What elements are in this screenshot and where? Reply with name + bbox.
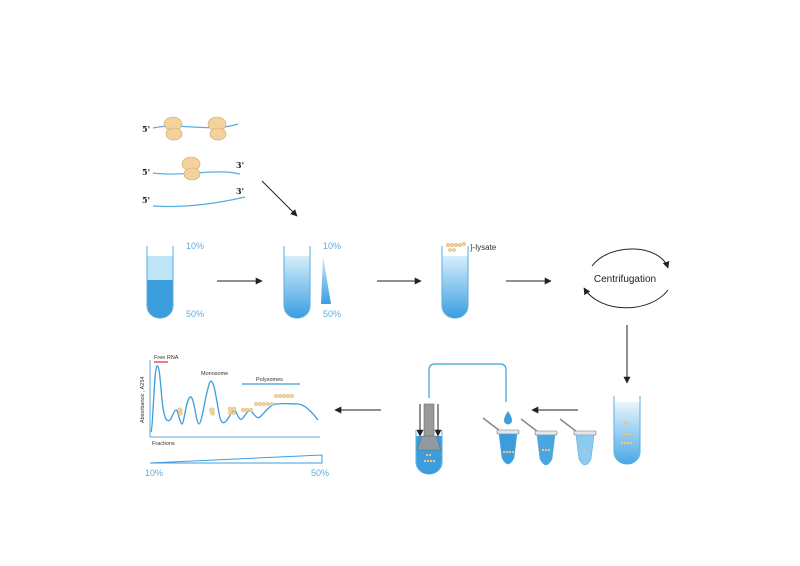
mrna-strand-1 — [152, 123, 239, 129]
arrow-to-gradient — [261, 180, 298, 217]
ribosome-icon — [163, 116, 183, 141]
polysome-profile: Absorbance , A254 Fractions Free RNA Mon… — [140, 355, 329, 478]
absorbance-trace — [150, 365, 319, 433]
tube-centrifuged — [613, 396, 641, 465]
profile-gradient-end: 50% — [311, 468, 329, 478]
eppendorf-tube-1 — [482, 417, 520, 465]
tube-lysate: }-lysate — [441, 241, 497, 319]
profile-ribosomes — [177, 394, 294, 416]
eppendorf-tube-2 — [520, 418, 558, 466]
fractionator — [415, 403, 443, 475]
eppendorf-tube-3 — [559, 418, 597, 466]
fractionator-tubing — [428, 363, 507, 402]
profile-gradient-wedge — [149, 454, 323, 464]
free-rna-label: Free RNA — [154, 355, 179, 361]
polysomes-label: Polysomes — [256, 377, 283, 383]
tube-step-layers: 10% 50% — [146, 241, 204, 319]
lysate-ribosomes — [446, 241, 467, 252]
fraction-tubes — [482, 411, 597, 466]
three-prime-label-2: 3' — [236, 160, 244, 170]
centrifugation-cycle: Centrifugation — [583, 248, 670, 309]
sediment-ribosomes — [620, 421, 633, 445]
x-axis-label: Fractions — [152, 441, 175, 447]
monosome-label: Monosome — [201, 371, 228, 377]
drop-icon — [504, 411, 512, 425]
y-axis-label: Absorbance , A254 — [140, 377, 146, 423]
five-prime-label-2: 5' — [142, 167, 150, 177]
tube-1-top-percent: 10% — [186, 241, 204, 251]
lysate-label: }-lysate — [470, 243, 497, 252]
mrna-group: 5' 5' 3' 5' 3' — [142, 116, 246, 208]
ribosome-icon — [207, 116, 227, 141]
five-prime-label-1: 5' — [142, 124, 150, 134]
tube-1-bottom-percent: 50% — [186, 309, 204, 319]
three-prime-label-3: 3' — [236, 186, 244, 196]
five-prime-label-3: 5' — [142, 195, 150, 205]
ribosome-icon — [181, 156, 201, 181]
tube-gradient: 10% 50% — [283, 241, 341, 319]
tube-2-top-percent: 10% — [323, 241, 341, 251]
gradient-wedge — [321, 256, 331, 304]
centrifugation-label: Centrifugation — [594, 274, 656, 285]
profile-gradient-start: 10% — [145, 468, 163, 478]
tube-2-bottom-percent: 50% — [323, 309, 341, 319]
mrna-strand-3 — [152, 196, 246, 208]
